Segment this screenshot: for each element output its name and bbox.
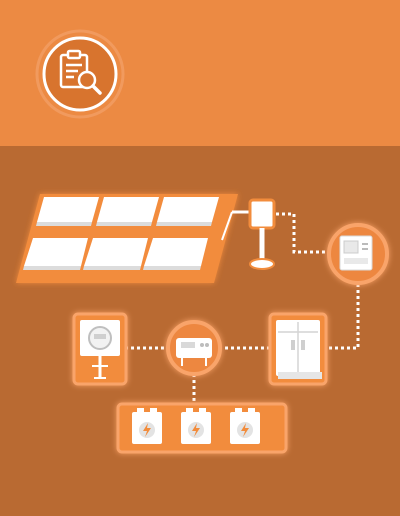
solar-panel xyxy=(84,238,148,266)
connector-combiner-to-inverter xyxy=(328,284,360,350)
connector-lines xyxy=(124,212,360,408)
solar-panel xyxy=(97,197,159,222)
solar-panel xyxy=(24,238,88,266)
connector-junction-to-combiner xyxy=(276,212,330,254)
pv-junction-box xyxy=(248,198,276,270)
inverter xyxy=(268,312,328,386)
utility-meter xyxy=(72,312,128,386)
solar-panel-array xyxy=(16,194,252,283)
battery-icon xyxy=(132,408,162,444)
solar-panel xyxy=(157,197,219,222)
charge-controller xyxy=(166,320,222,376)
battery-bank xyxy=(116,402,288,454)
solar-panel xyxy=(37,197,99,222)
combiner-box xyxy=(327,223,389,285)
battery-icon xyxy=(181,408,211,444)
battery-icon xyxy=(230,408,260,444)
clipboard-magnifier-icon xyxy=(35,29,125,119)
solar-panel xyxy=(144,238,208,266)
